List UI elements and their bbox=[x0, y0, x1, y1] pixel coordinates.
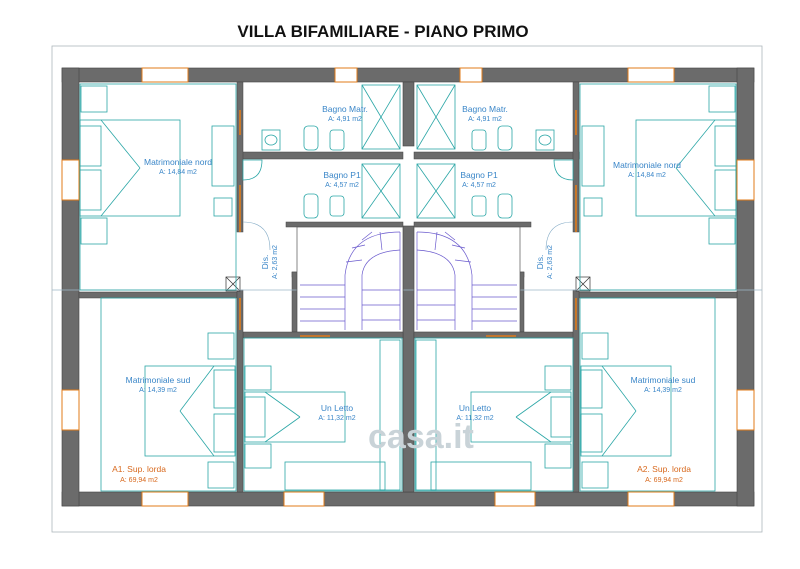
doors bbox=[239, 110, 577, 337]
label-bagno-p1-left: Bagno P1 bbox=[323, 170, 361, 180]
area-a2-sup-lorda: A: 69,94 m2 bbox=[645, 477, 683, 484]
label-bagno-p1-right: Bagno P1 bbox=[460, 170, 498, 180]
bed-matrimoniale-sud-left bbox=[144, 332, 236, 489]
area-bagno-matr-left: A: 4,91 m2 bbox=[328, 116, 362, 123]
bed-matrimoniale-nord-right bbox=[635, 85, 737, 245]
area-matr-sud-left: A: 14,39 m2 bbox=[139, 387, 177, 394]
bed-matrimoniale-nord-left bbox=[79, 85, 181, 245]
area-dis-right: A: 2,63 m2 bbox=[547, 245, 554, 279]
stairs-left bbox=[296, 226, 404, 333]
interior-walls bbox=[78, 81, 738, 493]
area-matr-sud-right: A: 14,39 m2 bbox=[644, 387, 682, 394]
label-un-letto-left: Un Letto bbox=[321, 403, 353, 413]
wardrobes bbox=[211, 125, 605, 217]
area-bagno-matr-right: A: 4,91 m2 bbox=[468, 116, 502, 123]
bed-matrimoniale-sud-right bbox=[580, 332, 672, 489]
label-dis-right: Dis. bbox=[535, 255, 545, 270]
bed-un-letto-left bbox=[244, 339, 401, 491]
label-matr-nord-left: Matrimoniale nord bbox=[144, 157, 212, 167]
label-matr-sud-right: Matrimoniale sud bbox=[631, 375, 696, 385]
plan-title: VILLA BIFAMILIARE - PIANO PRIMO bbox=[237, 22, 529, 41]
label-a2-sup-lorda: A2. Sup. lorda bbox=[637, 464, 691, 474]
bed-un-letto-right bbox=[415, 339, 572, 491]
label-bagno-matr-left: Bagno Matr. bbox=[322, 104, 368, 114]
area-matr-nord-right: A: 14,84 m2 bbox=[628, 172, 666, 179]
area-un-letto-left: A: 11,32 m2 bbox=[318, 415, 355, 422]
bathroom-fixtures-left bbox=[242, 84, 401, 219]
area-a1-sup-lorda: A: 69,94 m2 bbox=[120, 477, 158, 484]
label-a1-sup-lorda: A1. Sup. lorda bbox=[112, 464, 166, 474]
area-matr-nord-left: A: 14,84 m2 bbox=[159, 169, 197, 176]
label-dis-left: Dis. bbox=[260, 255, 270, 270]
label-matr-sud-left: Matrimoniale sud bbox=[126, 375, 191, 385]
bathroom-fixtures-right bbox=[416, 84, 574, 219]
windows bbox=[61, 67, 755, 507]
label-un-letto-right: Un Letto bbox=[459, 403, 491, 413]
watermark: casa.it bbox=[368, 418, 474, 456]
area-dis-left: A: 2,63 m2 bbox=[272, 245, 279, 279]
room-labels: Bagno Matr. A: 4,91 m2 Bagno Matr. A: 4,… bbox=[112, 104, 696, 484]
label-matr-nord-right: Matrimoniale nord bbox=[613, 160, 681, 170]
outer-frame bbox=[51, 45, 763, 533]
area-un-letto-right: A: 11,32 m2 bbox=[456, 415, 493, 422]
columns bbox=[225, 276, 591, 292]
area-bagno-p1-left: A: 4,57 m2 bbox=[325, 182, 359, 189]
stairs-right bbox=[413, 226, 521, 333]
label-bagno-matr-right: Bagno Matr. bbox=[462, 104, 508, 114]
area-bagno-p1-right: A: 4,57 m2 bbox=[462, 182, 496, 189]
door-swings bbox=[242, 221, 574, 251]
